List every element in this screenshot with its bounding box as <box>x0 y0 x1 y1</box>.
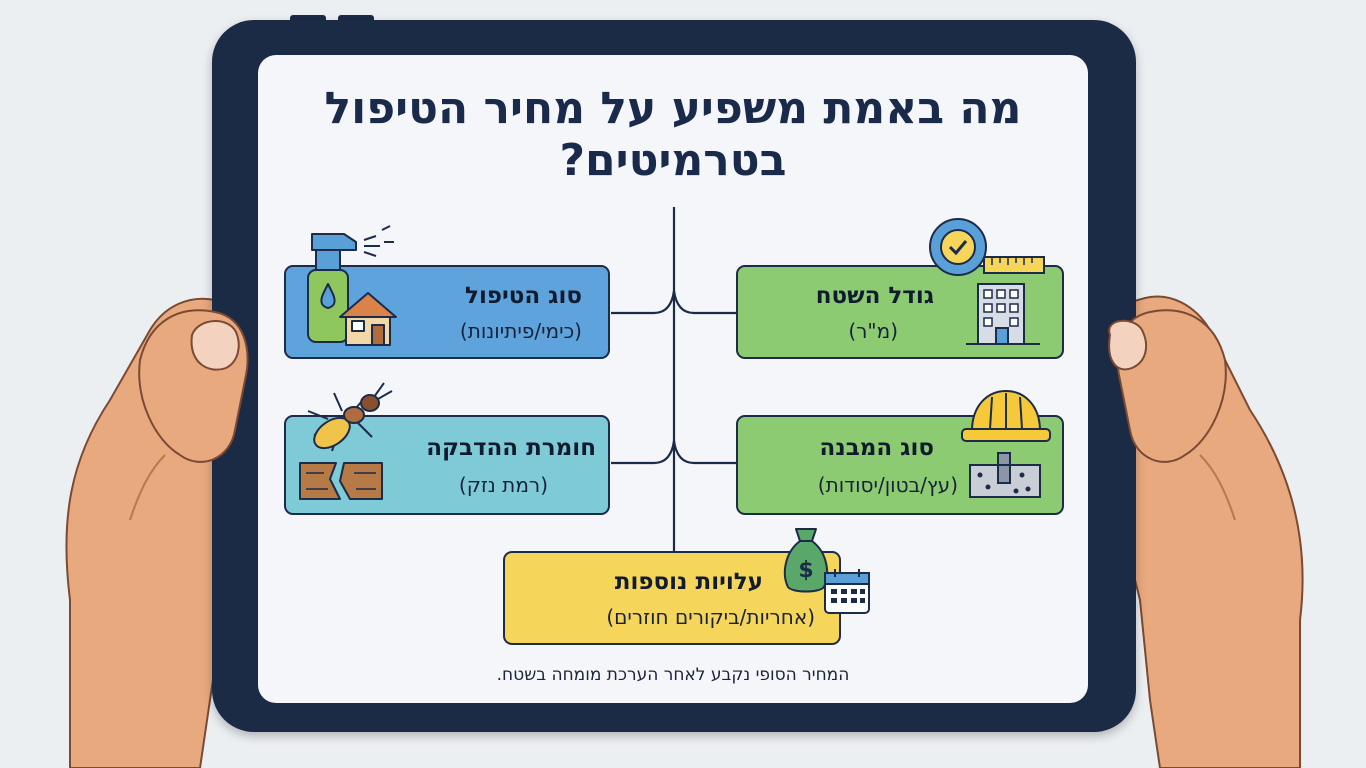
factor-title: חומרת ההדבקה <box>426 435 596 461</box>
spray-bottle-icon <box>307 225 394 343</box>
factor-subtitle: (מ"ר) <box>848 319 898 343</box>
factor-title: סוג הטיפול <box>465 283 582 309</box>
factor-subtitle: (רמת נזק) <box>458 473 548 497</box>
factor-subtitle: (עץ/בטון/יסודות) <box>817 473 958 497</box>
tablet-screen: מה באמת משפיע על מחיר הטיפול בטרמיטים? ס… <box>258 55 1088 703</box>
foundation-icon <box>969 452 1041 498</box>
tablet-volume-button <box>338 15 374 21</box>
factor-extra-costs: עלויות נוספות (אחריות/ביקורים חוזרים) <box>503 551 841 645</box>
factor-title: עלויות נוספות <box>614 569 763 595</box>
building-icon <box>966 283 1040 345</box>
tape-measure-icon <box>929 218 1045 276</box>
calendar-icon <box>824 569 870 614</box>
factor-subtitle: (אחריות/ביקורים חוזרים) <box>606 605 815 629</box>
house-icon <box>339 292 397 346</box>
factor-title: גודל השטח <box>815 283 934 309</box>
termite-icon <box>307 382 393 452</box>
money-bag-icon: $ <box>783 528 829 593</box>
page-title: מה באמת משפיע על מחיר הטיפול בטרמיטים? <box>324 83 1022 186</box>
damaged-wood-icon <box>299 462 383 500</box>
factor-subtitle: (כימי/פיתיונות) <box>459 319 582 343</box>
connector-lines <box>611 207 737 555</box>
tablet-volume-button <box>290 15 326 21</box>
hard-hat-icon <box>961 390 1051 442</box>
factor-title: סוג המבנה <box>819 435 934 461</box>
footer-note: המחיר הסופי נקבע לאחר הערכת מומחה בשטח. <box>496 665 850 685</box>
svg-text:$: $ <box>798 558 813 583</box>
